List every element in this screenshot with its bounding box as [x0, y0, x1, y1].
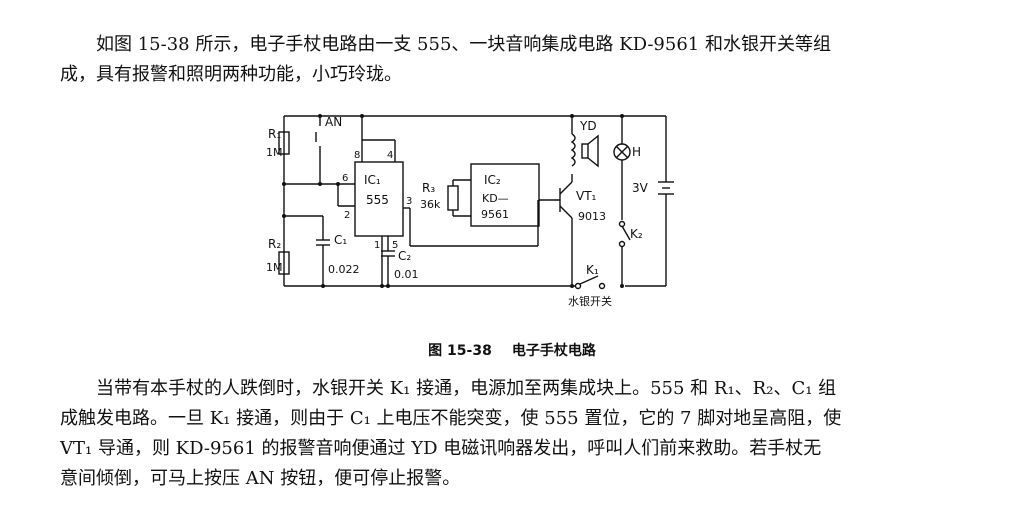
label-vt1: VT₁: [576, 189, 597, 203]
label-r3-value: 36k: [420, 198, 441, 211]
resistor-r3: [447, 185, 459, 211]
resistor-r2: [278, 251, 290, 275]
label-r2-value: 1M: [266, 261, 283, 274]
explanation-line: 当带有本手杖的人跌倒时，水银开关 K₁ 接通，电源加至两集成块上。555 和 R…: [96, 378, 837, 399]
label-r2: R₂: [268, 237, 281, 251]
explanation-paragraph: 当带有本手杖的人跌倒时，水银开关 K₁ 接通，电源加至两集成块上。555 和 R…: [60, 374, 940, 494]
label-an: AN: [325, 115, 342, 129]
label-pin5: 5: [392, 240, 398, 251]
label-k1: K₁: [586, 263, 599, 277]
label-ic1-part: 555: [366, 193, 389, 207]
label-pin6: 6: [342, 173, 348, 184]
circuit-schematic: R₁ 1M AN R₂ 1M C₁ 0.022 C₂ 0.01 IC₁ 555 …: [266, 114, 674, 308]
circuit-diagram: R₁ 1M AN R₂ 1M C₁ 0.022 C₂ 0.01 IC₁ 555 …: [266, 108, 674, 312]
label-pin4: 4: [387, 150, 393, 161]
explanation-line: VT₁ 导通，则 KD-9561 的报警音响便通过 YD 电磁讯响器发出，呼叫人…: [60, 438, 822, 459]
label-ic2: IC₂: [484, 173, 501, 187]
label-pin1: 1: [374, 240, 380, 251]
figure-number: 图 15-38: [428, 343, 492, 359]
label-mercury-switch: 水银开关: [568, 294, 612, 308]
label-r3: R₃: [422, 181, 435, 195]
ic2-box: [470, 163, 540, 227]
label-r1-value: 1M: [266, 146, 283, 159]
label-ic1: IC₁: [364, 173, 381, 187]
intro-paragraph: 如图 15-38 所示，电子手杖电路由一支 555、一块音响集成电路 KD-95…: [60, 30, 940, 90]
ic1-box: [354, 161, 404, 237]
label-k2: K₂: [630, 227, 643, 241]
label-c1: C₁: [334, 233, 347, 247]
label-pin8: 8: [354, 150, 360, 161]
label-vt1-part: 9013: [578, 210, 606, 223]
label-yd: YD: [579, 119, 597, 133]
label-h: H: [632, 145, 641, 159]
label-c1-value: 0.022: [328, 263, 360, 276]
label-battery: 3V: [632, 181, 649, 195]
label-pin2: 2: [344, 210, 350, 221]
figure-caption: 图 15-38 电子手杖电路: [0, 340, 1024, 360]
label-ic2-part-2: 9561: [481, 208, 509, 221]
label-c2: C₂: [398, 249, 411, 263]
label-c2-value: 0.01: [394, 268, 419, 281]
label-ic2-part-1: KD—: [482, 192, 509, 205]
explanation-line: 成触发电路。一旦 K₁ 接通，则由于 C₁ 上电压不能突变，使 555 置位，它…: [60, 408, 842, 429]
intro-line: 成，具有报警和照明两种功能，小巧玲珑。: [60, 64, 402, 85]
intro-line: 如图 15-38 所示，电子手杖电路由一支 555、一块音响集成电路 KD-95…: [96, 34, 831, 55]
explanation-line: 意间倾倒，可马上按压 AN 按钮，便可停止报警。: [60, 468, 461, 489]
resistor-r1: [278, 131, 290, 155]
label-pin3: 3: [406, 196, 412, 207]
figure-title: 电子手杖电路: [511, 343, 596, 359]
label-r1: R₁: [268, 127, 281, 141]
